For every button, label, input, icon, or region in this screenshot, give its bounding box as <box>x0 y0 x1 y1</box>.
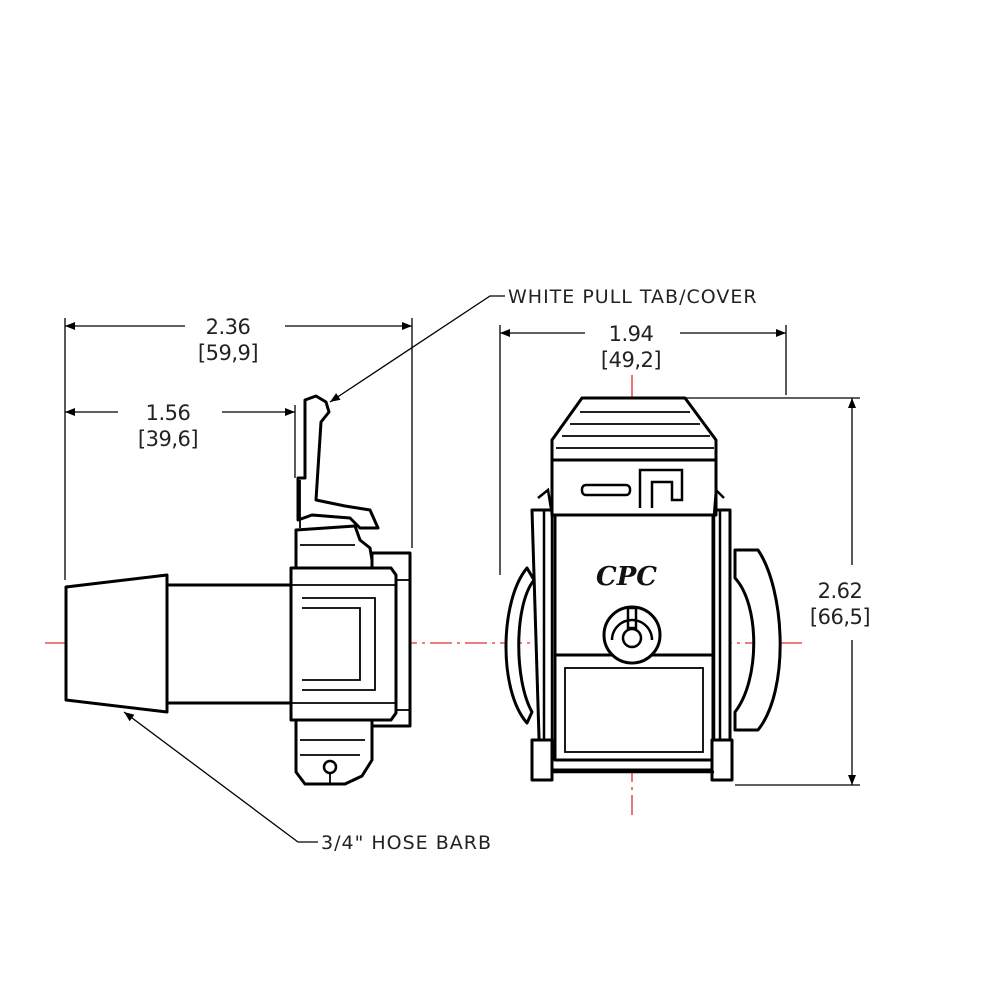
side-view <box>64 394 412 786</box>
front-upper-block <box>550 458 718 517</box>
callouts: WHITE PULL TAB/COVER 3/4" HOSE BARB <box>123 286 758 854</box>
width-in: 1.94 <box>609 322 654 346</box>
pull-tab-leader <box>329 295 505 403</box>
right-foot <box>710 738 734 782</box>
side-latch-housing <box>289 566 398 722</box>
hose-barb-leader <box>123 711 318 843</box>
hose-barb-nose <box>64 573 169 714</box>
overall-length-in: 2.36 <box>206 315 251 339</box>
side-latch-window <box>302 597 376 691</box>
hose-barb-callout: 3/4" HOSE BARB <box>321 832 492 854</box>
barb-length-in: 1.56 <box>146 401 191 425</box>
side-latch-window-inner <box>302 607 361 681</box>
left-clamp-arm <box>504 566 536 725</box>
pull-tab-profile <box>296 394 380 530</box>
barb-length-mm: [39,6] <box>138 427 198 451</box>
left-foot <box>530 738 554 782</box>
width-mm: [49,2] <box>601 348 661 372</box>
right-clamp-arm <box>733 548 782 732</box>
front-lower-window <box>553 653 715 762</box>
dimensions: 2.36 [59,9] 1.56 [39,6] 1.94 [49,2] 2.62… <box>64 315 871 786</box>
logo: CPC <box>596 562 657 592</box>
pull-tab-callout: WHITE PULL TAB/COVER <box>508 286 758 308</box>
overall-length-mm: [59,9] <box>198 341 258 365</box>
hose-barb-shank <box>165 583 293 705</box>
height-mm: [66,5] <box>810 605 870 629</box>
height-in: 2.62 <box>818 579 863 603</box>
front-pull-tab <box>550 396 718 462</box>
front-view: CPC <box>504 396 782 782</box>
